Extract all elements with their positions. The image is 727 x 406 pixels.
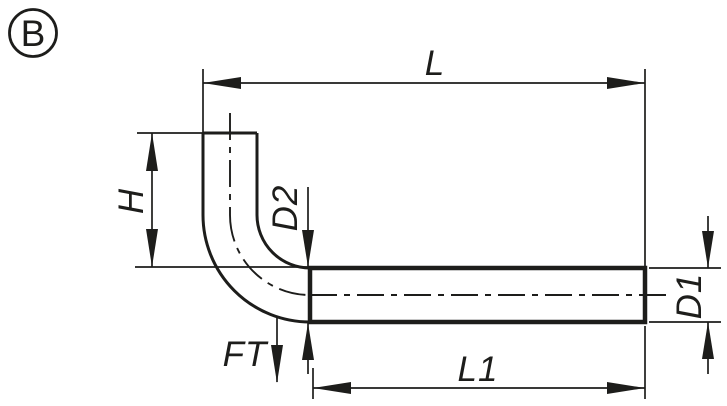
- dimension-label-D2: D2: [266, 185, 305, 232]
- force-arrow-down-icon: [271, 345, 283, 383]
- arrowhead-up-icon: [146, 133, 158, 171]
- dimension-D1: D1: [649, 216, 721, 374]
- arrowhead-down-icon: [302, 230, 314, 267]
- dimension-label-L: L: [425, 44, 445, 83]
- dimension-D2: D2: [266, 185, 314, 374]
- bend-outer-arc: [201, 214, 311, 324]
- view-label: B: [21, 13, 46, 54]
- view-label-badge: B: [8, 8, 58, 58]
- badge-circle: [8, 8, 58, 58]
- centerlines: [229, 113, 669, 296]
- dimension-label-H: H: [112, 188, 151, 214]
- arrowhead-down-icon: [702, 231, 714, 268]
- arrowhead-down-icon: [146, 229, 158, 267]
- annotation-FT: FT: [223, 317, 283, 383]
- arrowhead-up-icon: [702, 322, 714, 359]
- dimension-H: H: [112, 132, 310, 268]
- dimension-label-L1: L1: [458, 350, 499, 389]
- arrowhead-left-icon: [203, 77, 241, 89]
- dimension-label-D1: D1: [670, 273, 709, 320]
- arrowhead-right-icon: [607, 382, 645, 394]
- arrowhead-left-icon: [313, 382, 351, 394]
- dimension-L: L: [202, 44, 646, 268]
- arrowhead-right-icon: [607, 77, 645, 89]
- dimension-L1: L1: [312, 326, 646, 399]
- arrowhead-up-icon: [302, 323, 314, 360]
- centerline-arc: [229, 214, 311, 296]
- annotation-label-FT: FT: [223, 335, 269, 374]
